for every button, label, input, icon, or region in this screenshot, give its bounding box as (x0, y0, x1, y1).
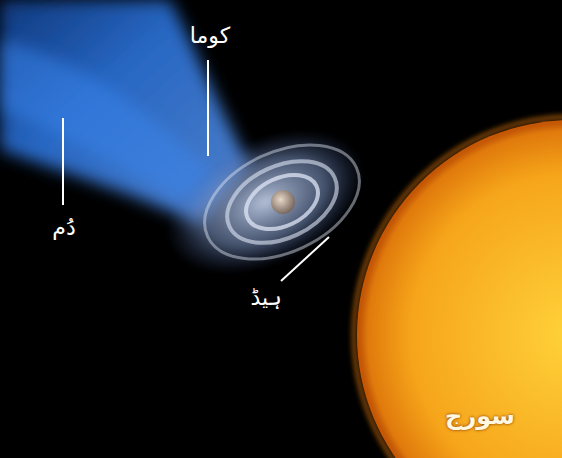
part-label: کوما (190, 23, 230, 49)
leader-line (207, 60, 209, 156)
part-label: ہیڈ (250, 285, 281, 311)
part-label: دُم (52, 215, 75, 241)
leader-line (62, 118, 64, 205)
leader-line (281, 237, 329, 281)
part-label: سورج (445, 402, 515, 431)
